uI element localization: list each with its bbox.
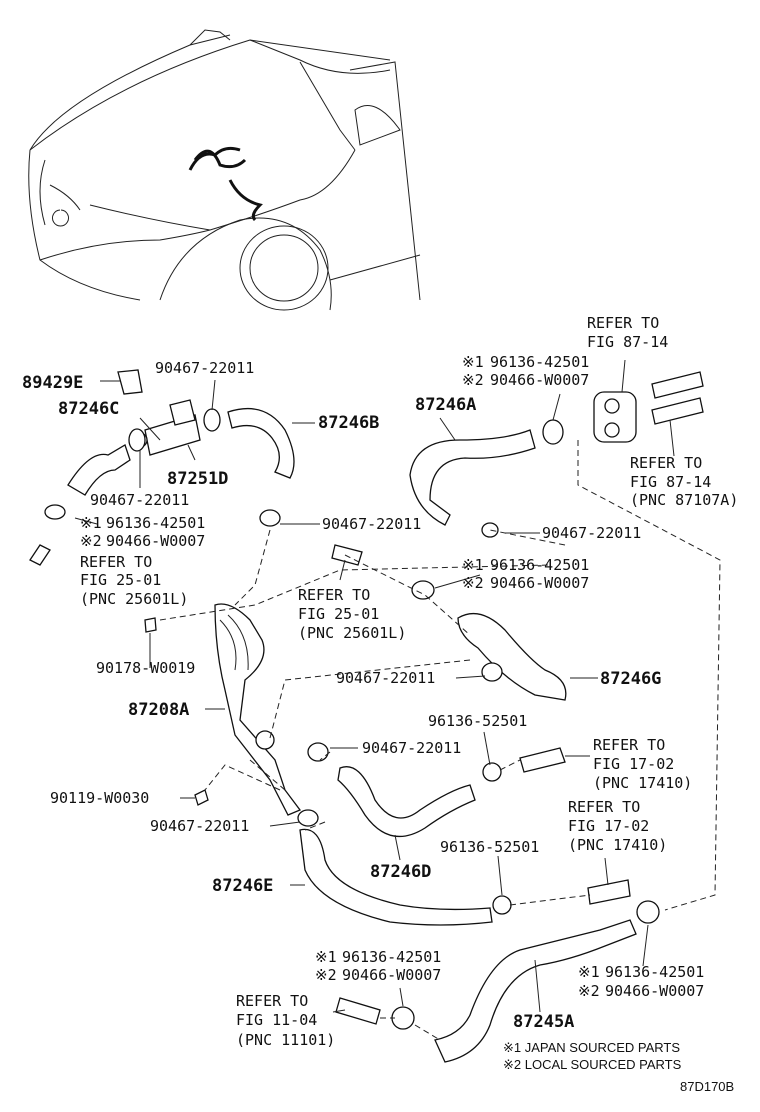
pair-ml-96136: 96136-42501 (106, 514, 205, 532)
refer-to-e: REFER TO (593, 736, 665, 754)
mark-2-e: ※2 (578, 982, 600, 1000)
mark-2-a: ※2 (80, 532, 102, 550)
label-87246E: 87246E (212, 876, 273, 896)
label-87245A: 87245A (513, 1012, 574, 1032)
pair-mr-96136: 96136-42501 (490, 556, 589, 574)
clamps (44, 408, 660, 1030)
hose-87245A (434, 919, 637, 1063)
note-japan-sourced: ※1 JAPAN SOURCED PARTS (503, 1040, 680, 1055)
label-90467-c: 90467-22011 (322, 515, 421, 533)
label-87208A: 87208A (128, 700, 189, 720)
connector-refer-87-14 (593, 371, 704, 443)
diagram-code: 87D170B (680, 1079, 734, 1094)
pnc-17410-a: (PNC 17410) (593, 774, 692, 792)
pnc-87107a: (PNC 87107A) (630, 491, 738, 509)
fig-17-02-a: FIG 17-02 (593, 755, 674, 773)
label-90467-d: 90467-22011 (542, 524, 641, 542)
label-96136-52501-a: 96136-52501 (428, 712, 527, 730)
pnc-11101: (PNC 11101) (236, 1031, 335, 1049)
fig-17-02-b: FIG 17-02 (568, 817, 649, 835)
fig-11-04: FIG 11-04 (236, 1011, 317, 1029)
hose-87246B (227, 408, 295, 479)
mark-2-c: ※2 (462, 574, 484, 592)
leader-lines (74, 359, 675, 1013)
pair-bl-90466: 90466-W0007 (342, 966, 441, 984)
fig-25-01-a: FIG 25-01 (80, 571, 161, 589)
label-87251D: 87251D (167, 469, 228, 489)
pipe-stubs (29, 544, 631, 1025)
label-87246D: 87246D (370, 862, 431, 882)
pnc-17410-b: (PNC 17410) (568, 836, 667, 854)
pnc-25601l-a: (PNC 25601L) (80, 590, 188, 608)
label-87246B: 87246B (318, 413, 379, 433)
pair-tr-96136: 96136-42501 (490, 353, 589, 371)
pnc-25601l-b: (PNC 25601L) (298, 624, 406, 642)
pair-br-96136: 96136-42501 (605, 963, 704, 981)
pair-tr-90466: 90466-W0007 (490, 371, 589, 389)
label-87246G: 87246G (600, 669, 661, 689)
label-90467-f: 90467-22011 (362, 739, 461, 757)
vehicle-front-illustration (28, 29, 421, 311)
mark-2-b: ※2 (462, 371, 484, 389)
mark-1-b: ※1 (462, 353, 484, 371)
hose-87246E (299, 828, 493, 926)
note-local-sourced: ※2 LOCAL SOURCED PARTS (503, 1057, 682, 1072)
pair-bl-96136: 96136-42501 (342, 948, 441, 966)
mark-1-e: ※1 (578, 963, 600, 981)
refer-to-b: REFER TO (298, 586, 370, 604)
refer-to-c: REFER TO (587, 314, 659, 332)
pair-br-90466: 90466-W0007 (605, 982, 704, 1000)
hose-87246A (409, 429, 536, 526)
pipe-87208A (214, 603, 302, 816)
label-90178: 90178-W0019 (96, 659, 195, 677)
hose-87246D (337, 766, 476, 837)
dashed-routing (159, 440, 721, 1041)
label-89429E: 89429E (22, 373, 83, 393)
fig-25-01-b: FIG 25-01 (298, 605, 379, 623)
pair-ml-90466: 90466-W0007 (106, 532, 205, 550)
label-90467-a: 90467-22011 (155, 359, 254, 377)
refer-to-d: REFER TO (630, 454, 702, 472)
hose-87246C (67, 444, 131, 496)
pair-mr-90466: 90466-W0007 (490, 574, 589, 592)
label-90119: 90119-W0030 (50, 789, 149, 807)
label-87246A: 87246A (415, 395, 476, 415)
part-labels: 89429E 87246C 90467-22011 87246B 87251D … (22, 314, 738, 1094)
mark-1-a: ※1 (80, 514, 102, 532)
sensor-89429E (117, 369, 143, 395)
hose-87246G (457, 612, 567, 701)
fig-87-14-a: FIG 87-14 (587, 333, 668, 351)
label-90467-g: 90467-22011 (150, 817, 249, 835)
label-96136-52501-b: 96136-52501 (440, 838, 539, 856)
label-87246C: 87246C (58, 399, 119, 419)
mark-2-d: ※2 (315, 966, 337, 984)
fig-87-14-b: FIG 87-14 (630, 473, 711, 491)
label-90467-e: 90467-22011 (336, 669, 435, 687)
label-90467-b: 90467-22011 (90, 491, 189, 509)
refer-to-g: REFER TO (236, 992, 308, 1010)
refer-to-a: REFER TO (80, 553, 152, 571)
refer-to-f: REFER TO (568, 798, 640, 816)
mark-1-d: ※1 (315, 948, 337, 966)
mark-1-c: ※1 (462, 556, 484, 574)
